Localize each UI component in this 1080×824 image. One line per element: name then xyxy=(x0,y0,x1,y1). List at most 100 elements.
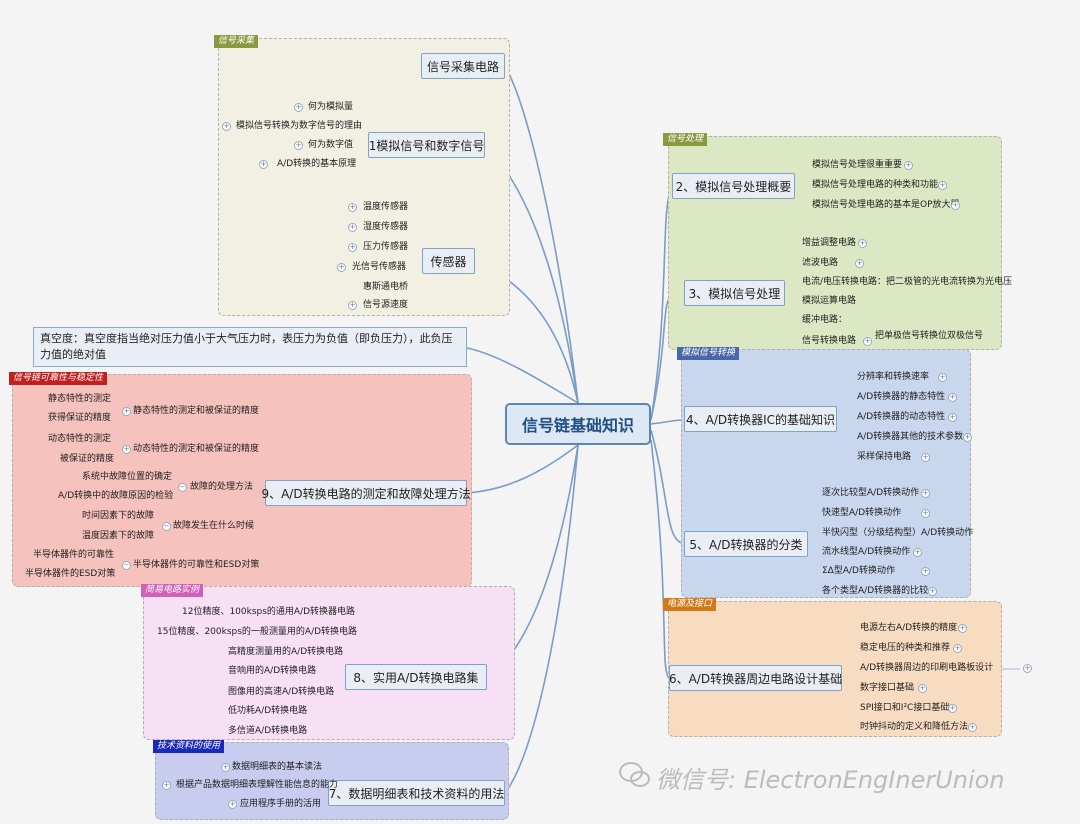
leaf-clock-jitter[interactable]: 时钟抖动的定义和降低方法 xyxy=(860,722,969,732)
central-topic[interactable]: 信号链基础知识 xyxy=(505,403,651,445)
expand-icon[interactable]: + xyxy=(348,223,357,232)
expand-icon[interactable]: − xyxy=(162,522,171,531)
leaf-what-is-analog[interactable]: 何为模拟量 xyxy=(308,102,354,112)
expand-icon[interactable]: + xyxy=(221,763,230,772)
leaf-12bit-adc[interactable]: 12位精度、100ksps的通用A/D转换器电路 xyxy=(182,607,356,617)
leaf-power-accuracy[interactable]: 电源左右A/D转换的精度 xyxy=(860,623,958,633)
leaf-15bit-adc[interactable]: 15位精度、200ksps的一般测量用的A/D转换电路 xyxy=(157,627,358,637)
leaf-analog-importance[interactable]: 模拟信号处理很重重要 xyxy=(812,160,903,170)
leaf-dynamic-test[interactable]: 动态特性的测定 xyxy=(48,434,112,444)
leaf-half-flash-adc[interactable]: 半快闪型（分级结构型）A/D转换动作 xyxy=(822,528,974,538)
expand-icon[interactable]: + xyxy=(921,453,930,462)
leaf-assured-accuracy[interactable]: 被保证的精度 xyxy=(60,454,115,464)
expand-icon[interactable]: + xyxy=(968,723,977,732)
expand-icon[interactable]: + xyxy=(913,548,922,557)
leaf-pcb-design[interactable]: A/D转换器周边的印刷电路板设计 xyxy=(860,663,994,673)
topic-3-analog-processing[interactable]: 3、模拟信号处理 xyxy=(684,280,785,306)
leaf-analog-types[interactable]: 模拟信号处理电路的种类和功能 xyxy=(812,180,939,190)
expand-icon[interactable]: + xyxy=(259,160,268,169)
leaf-what-is-digital[interactable]: 何为数字值 xyxy=(308,140,354,150)
topic-1-analog-digital[interactable]: 1模拟信号和数字信号 xyxy=(368,132,485,158)
expand-icon[interactable]: + xyxy=(953,644,962,653)
leaf-resolution-speed[interactable]: 分辨率和转换速率 xyxy=(857,372,930,382)
vacuum-note[interactable]: 真空度：真空度指当绝对压力值小于大气压力时，表压力为负值（即负压力），此负压力值… xyxy=(33,327,467,367)
topic-5-ad-classification[interactable]: 5、A/D转换器的分类 xyxy=(684,531,808,557)
expand-icon[interactable]: + xyxy=(863,337,872,346)
leaf-reliability-esd[interactable]: 半导体器件的可靠性和ESD对策 xyxy=(133,560,260,570)
leaf-sar-adc[interactable]: 逐次比较型A/D转换动作 xyxy=(822,488,920,498)
leaf-fault-handling[interactable]: 故障的处理方法 xyxy=(190,482,254,492)
leaf-ad-principle[interactable]: A/D转换的基本原理 xyxy=(277,159,357,169)
leaf-signal-conversion[interactable]: 信号转换电路 xyxy=(802,336,857,346)
expand-icon[interactable]: + xyxy=(918,684,927,693)
expand-icon[interactable]: + xyxy=(948,413,957,422)
leaf-reason-analog-to-digital[interactable]: 模拟信号转换为数字信号的理由 xyxy=(236,121,363,131)
topic-signal-acquisition-circuit[interactable]: 信号采集电路 xyxy=(421,53,505,79)
expand-icon[interactable]: + xyxy=(122,445,131,454)
leaf-buffer[interactable]: 缓冲电路： xyxy=(802,315,848,325)
leaf-adc-comparison[interactable]: 各个类型A/D转换器的比较 xyxy=(822,586,929,596)
expand-icon[interactable]: + xyxy=(951,201,960,210)
expand-icon[interactable]: + xyxy=(348,243,357,252)
leaf-voltage-reference[interactable]: 稳定电压的种类和推荐 xyxy=(860,643,951,653)
expand-icon[interactable]: − xyxy=(178,483,187,492)
leaf-humidity-sensor[interactable]: 湿度传感器 xyxy=(363,222,409,232)
expand-icon[interactable]: + xyxy=(162,781,171,790)
leaf-semiconductor-reliability[interactable]: 半导体器件的可靠性 xyxy=(33,550,115,560)
expand-icon[interactable]: + xyxy=(1023,664,1032,673)
leaf-time-fault[interactable]: 时间因素下的故障 xyxy=(82,511,155,521)
leaf-pipeline-adc[interactable]: 流水线型A/D转换动作 xyxy=(822,547,911,557)
expand-icon[interactable]: + xyxy=(348,301,357,310)
leaf-semiconductor-esd[interactable]: 半导体器件的ESD对策 xyxy=(25,569,116,579)
leaf-fault-cause[interactable]: A/D转换中的故障原因的检验 xyxy=(58,491,174,501)
leaf-precision-adc[interactable]: 高精度测量用的A/D转换电路 xyxy=(228,647,344,657)
expand-icon[interactable]: + xyxy=(928,587,937,596)
leaf-wheatstone-bridge[interactable]: 惠斯通电桥 xyxy=(363,282,409,292)
leaf-unipolar-bipolar[interactable]: 把单极信号转换位双极信号 xyxy=(875,331,984,341)
leaf-dynamic-char[interactable]: A/D转换器的动态特性 xyxy=(857,412,946,422)
topic-6-peripheral-design[interactable]: 6、A/D转换器周边电路设计基础 xyxy=(669,665,842,691)
expand-icon[interactable]: + xyxy=(921,509,930,518)
expand-icon[interactable]: − xyxy=(122,561,131,570)
expand-icon[interactable]: + xyxy=(348,203,357,212)
expand-icon[interactable]: + xyxy=(938,373,947,382)
expand-icon[interactable]: + xyxy=(858,239,867,248)
leaf-datasheet-reading[interactable]: 数据明细表的基本读法 xyxy=(232,762,323,772)
leaf-image-adc[interactable]: 图像用的高速A/D转换电路 xyxy=(228,687,335,697)
leaf-optical-sensor[interactable]: 光信号传感器 xyxy=(352,262,407,272)
leaf-temperature-sensor[interactable]: 温度传感器 xyxy=(363,202,409,212)
expand-icon[interactable]: + xyxy=(963,433,972,442)
expand-icon[interactable]: + xyxy=(222,122,231,131)
leaf-fault-location[interactable]: 系统中故障位置的确定 xyxy=(82,472,173,482)
leaf-datasheet-performance[interactable]: 根据产品数据明细表理解性能信息的能力 xyxy=(176,780,339,790)
expand-icon[interactable]: + xyxy=(294,141,303,150)
leaf-static-test[interactable]: 静态特性的测定 xyxy=(48,394,112,404)
expand-icon[interactable]: + xyxy=(294,103,303,112)
topic-sensor[interactable]: 传感器 xyxy=(422,248,475,274)
topic-2-analog-overview[interactable]: 2、模拟信号处理概要 xyxy=(672,173,795,199)
expand-icon[interactable]: + xyxy=(337,263,346,272)
expand-icon[interactable]: + xyxy=(948,393,957,402)
expand-icon[interactable]: + xyxy=(228,800,237,809)
expand-icon[interactable]: + xyxy=(938,181,947,190)
expand-icon[interactable]: + xyxy=(904,161,913,170)
leaf-other-params[interactable]: A/D转换器其他的技术参数 xyxy=(857,432,964,442)
topic-4-ad-basics[interactable]: 4、A/D转换器IC的基础知识 xyxy=(684,406,837,432)
expand-icon[interactable]: + xyxy=(921,567,930,576)
leaf-spi-i2c[interactable]: SPI接口和I²C接口基础 xyxy=(860,703,950,713)
topic-7-datasheets[interactable]: 7、数据明细表和技术资料的用法 xyxy=(328,780,505,806)
expand-icon[interactable]: + xyxy=(958,624,967,633)
topic-9-measurement[interactable]: 9、A/D转换电路的测定和故障处理方法 xyxy=(261,480,471,506)
expand-icon[interactable]: + xyxy=(855,259,864,268)
leaf-source-speed[interactable]: 信号源速度 xyxy=(363,300,409,310)
leaf-multichannel-adc[interactable]: 多信道A/D转换电路 xyxy=(228,726,308,736)
leaf-sigma-delta-adc[interactable]: ΣΔ型A/D转换动作 xyxy=(822,566,895,576)
leaf-filter[interactable]: 滤波电路 xyxy=(802,258,839,268)
leaf-gain-adjust[interactable]: 增益调整电路 xyxy=(802,238,857,248)
leaf-digital-interface[interactable]: 数字接口基础 xyxy=(860,683,915,693)
leaf-app-manual[interactable]: 应用程序手册的活用 xyxy=(240,799,322,809)
leaf-static-measurement[interactable]: 静态特性的测定和被保证的精度 xyxy=(133,406,260,416)
leaf-low-power-adc[interactable]: 低功耗A/D转换电路 xyxy=(228,706,308,716)
topic-8-practical-circuits[interactable]: 8、实用A/D转换电路集 xyxy=(345,664,487,690)
leaf-guaranteed-accuracy[interactable]: 获得保证的精度 xyxy=(48,413,112,423)
